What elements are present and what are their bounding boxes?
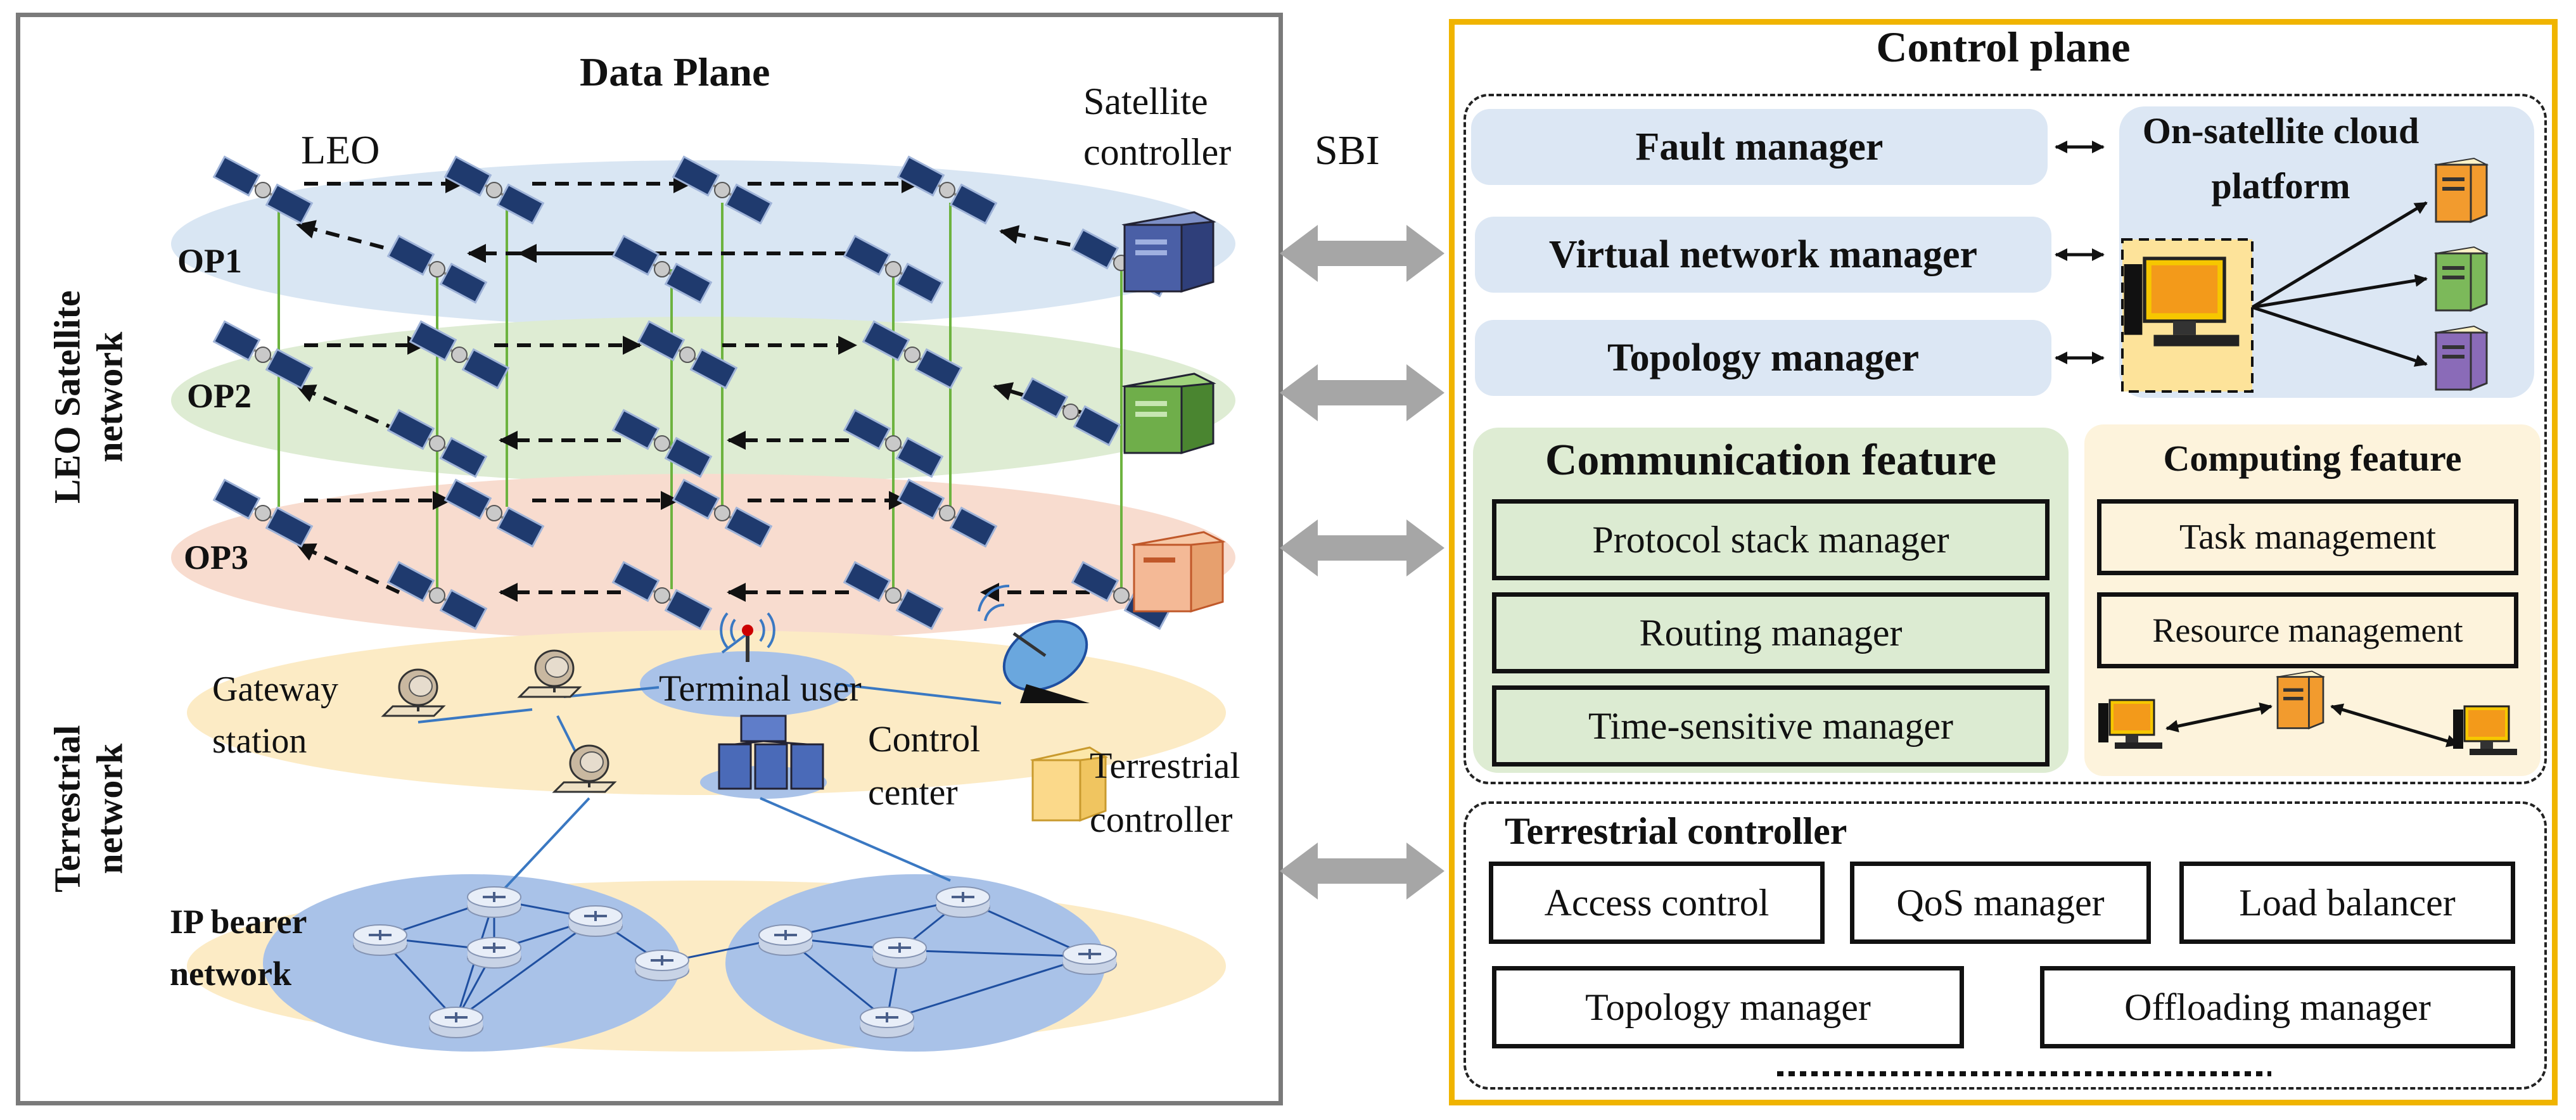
terrestrial-controller-title: Terrestrial controller [1505, 810, 1847, 852]
control-center-label-2: center [868, 772, 958, 813]
topology-manager: Topology manager [1475, 320, 2051, 396]
server-orange-icon [1131, 531, 1226, 613]
computing-feature-title: Computing feature [2163, 438, 2462, 479]
antenna-icon [720, 612, 775, 662]
gateway-label-1: Gateway [212, 670, 339, 709]
satellite-controller-label-1: Satellite [1083, 80, 1208, 122]
cloud-platform-title-1: On-satellite cloud [2142, 110, 2420, 151]
sbi-arrows [1280, 225, 1444, 900]
resource-management: Resource management [2097, 592, 2518, 668]
terrestrial-controller-label-2: controller [1090, 799, 1233, 840]
cloud-platform-title-2: platform [2211, 165, 2350, 207]
task-management: Task management [2097, 499, 2518, 575]
satellite-controller-label-2: controller [1083, 131, 1232, 173]
terrestrial-network-label: Terrestrial network [46, 708, 131, 910]
terrestrial-controller-icon [1030, 746, 1108, 822]
sbi-label: SBI [1315, 127, 1380, 174]
leo-satellite-network-label: LEO Satellite network [46, 270, 131, 524]
time-sensitive-manager: Time-sensitive manager [1492, 685, 2050, 767]
access-control: Access control [1489, 862, 1825, 944]
gateway-label-2: station [212, 722, 307, 761]
data-plane-frame [16, 13, 1283, 1105]
qos-manager: QoS manager [1850, 862, 2151, 944]
terrestrial-controller-section [1463, 801, 2547, 1090]
topology-manager-terrestrial: Topology manager [1492, 966, 1964, 1048]
virtual-network-manager: Virtual network manager [1475, 217, 2051, 293]
control-center-icon [718, 715, 824, 790]
fault-manager: Fault manager [1471, 109, 2048, 185]
op2-label: OP2 [187, 377, 252, 415]
terrestrial-controller-label-1: Terrestrial [1090, 745, 1240, 786]
offloading-manager: Offloading manager [2040, 966, 2515, 1048]
satellite-controller-section [1463, 94, 2547, 784]
leo-label: LEO [301, 127, 380, 172]
server-blue-icon [1121, 211, 1216, 293]
server-green-icon [1121, 372, 1216, 455]
routing-manager: Routing manager [1492, 592, 2050, 673]
side-label-line-2: network [89, 331, 130, 462]
terminal-user-label: Terminal user [659, 668, 862, 709]
protocol-stack-manager: Protocol stack manager [1492, 499, 2050, 580]
side-label-line-1: Terrestrial [46, 725, 88, 893]
side-label-line-2: network [89, 743, 130, 874]
ip-bearer-label-2: network [170, 955, 291, 993]
side-label-line-1: LEO Satellite [46, 290, 88, 504]
satellite-dish-icon [978, 584, 1090, 703]
op3-label: OP3 [184, 538, 248, 576]
control-center-label-1: Control [868, 718, 981, 760]
control-plane-title: Control plane [1876, 23, 2131, 71]
ip-bearer-label-1: IP bearer [170, 903, 307, 941]
data-plane-title: Data Plane [580, 49, 770, 94]
terminal-user-plane [640, 651, 855, 717]
load-balancer: Load balancer [2179, 862, 2515, 944]
op1-label: OP1 [177, 242, 242, 280]
control-plane-frame [1449, 19, 2558, 1105]
communication-feature-title: Communication feature [1545, 436, 1997, 485]
